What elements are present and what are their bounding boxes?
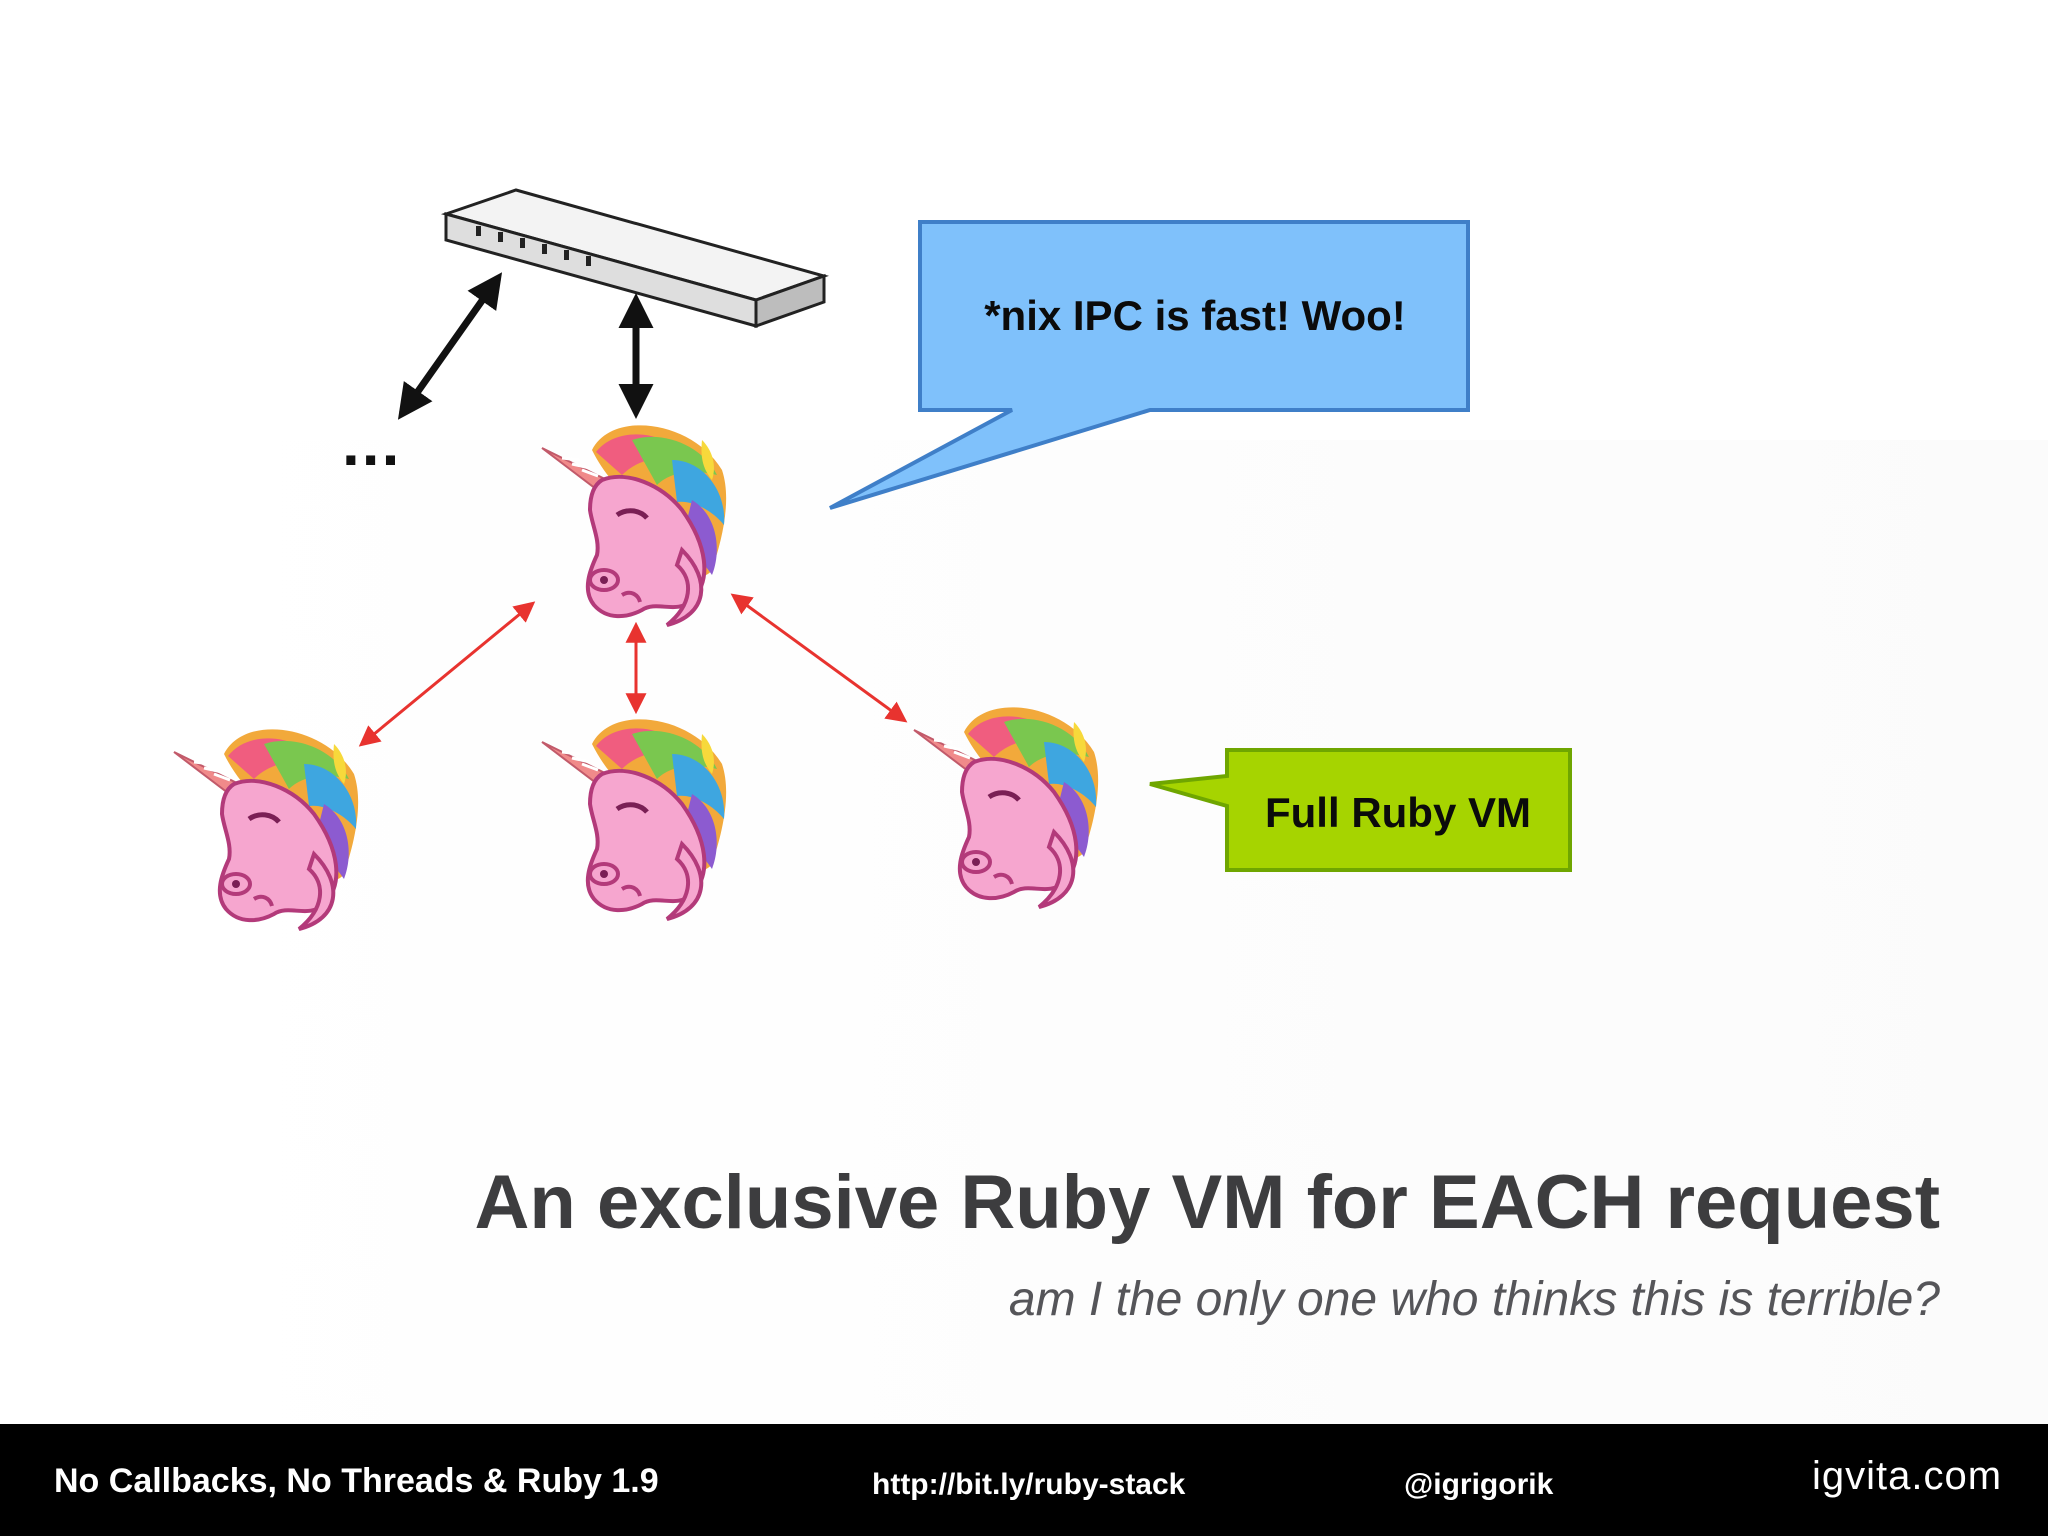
- slide-subtitle: am I the only one who thinks this is ter…: [1008, 1273, 1940, 1326]
- master-to-worker-left-arrow: [358, 601, 536, 747]
- ipc-callout-text: *nix IPC is fast! Woo!: [984, 292, 1406, 339]
- ipc-speech-bubble: [829, 220, 1470, 510]
- footer-site: igvita.com: [1812, 1454, 2003, 1498]
- unicorn-architecture-diagram: [0, 188, 1572, 1424]
- slide-title: An exclusive Ruby VM for EACH request: [474, 1160, 1940, 1245]
- more-nodes-label: ...: [342, 407, 402, 479]
- vm-speech-bubble: [1149, 748, 1572, 872]
- network-switch-icon: [440, 188, 829, 329]
- switch-to-more-arrow: [397, 272, 503, 420]
- footer-bar: No Callbacks, No Threads & Ruby 1.9 http…: [0, 1424, 2048, 1536]
- master-to-worker-right-arrow: [730, 593, 908, 723]
- vm-callout-text: Full Ruby VM: [1265, 789, 1531, 836]
- unicorn-icon: [914, 707, 1098, 907]
- unicorn-icon: [542, 719, 726, 919]
- footer-handle: @igrigorik: [1404, 1468, 1554, 1501]
- footer-talk-title: No Callbacks, No Threads & Ruby 1.9: [54, 1462, 659, 1500]
- unicorn-icon: [542, 425, 726, 625]
- unicorn-icon: [174, 729, 358, 929]
- footer-url: http://bit.ly/ruby-stack: [872, 1468, 1186, 1501]
